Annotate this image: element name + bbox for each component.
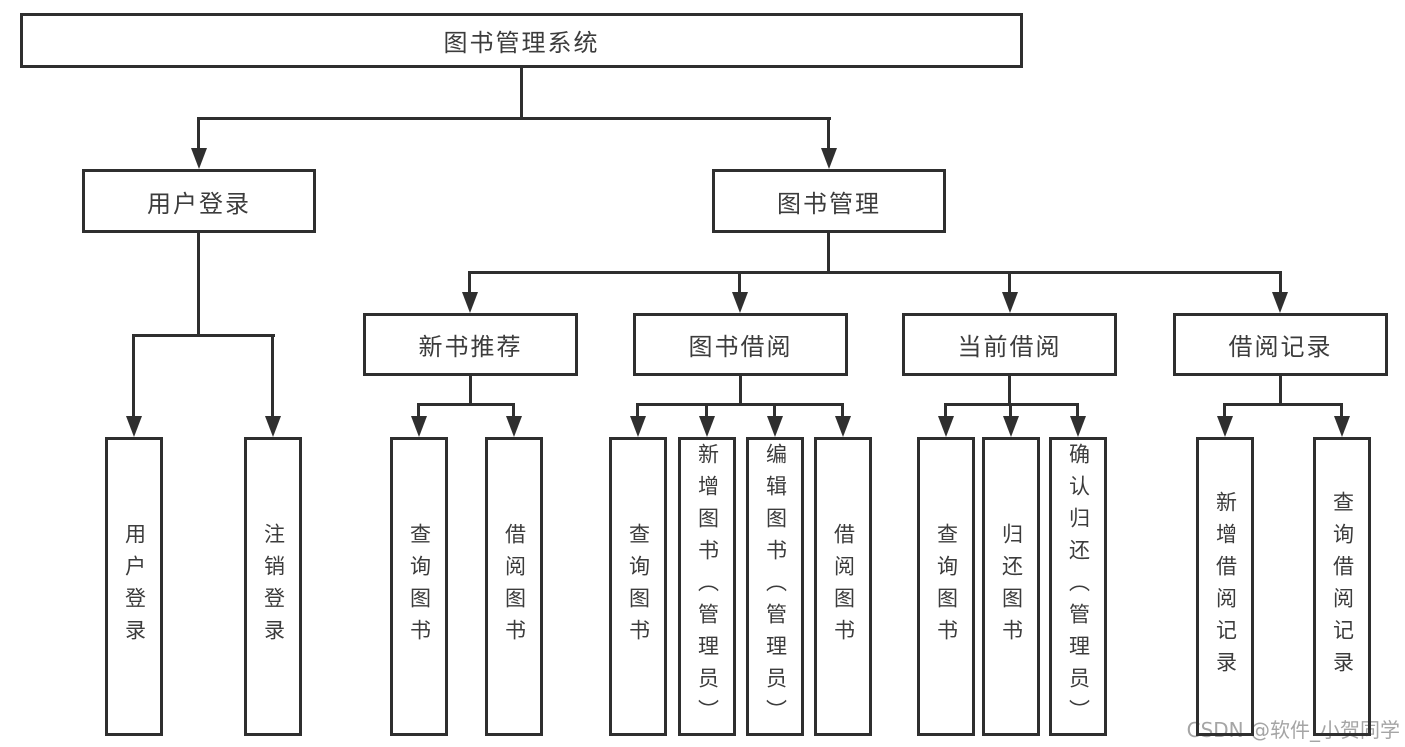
leaf-add-borrow-record: 新增借阅记录: [1196, 437, 1254, 736]
node-label: 用户登录: [122, 522, 147, 651]
node-label: 查询图书: [934, 522, 959, 651]
connector-vline: [1076, 403, 1079, 417]
leaf-borrow-books-recommend: 借阅图书: [485, 437, 543, 736]
connector-vline: [827, 117, 830, 151]
node-label: 编辑图书（管理员）: [763, 442, 788, 731]
node-label: 用户登录: [147, 189, 251, 218]
node-book-management: 图书管理: [712, 169, 946, 233]
connector-vline: [132, 334, 135, 417]
node-label: 注销登录: [261, 522, 286, 651]
arrowhead: [821, 148, 837, 169]
connector-vline: [1008, 376, 1011, 405]
node-label: 新书推荐: [418, 333, 523, 361]
node-label: 查询借阅记录: [1330, 490, 1355, 683]
connector-vline: [739, 376, 742, 405]
node-label: 当前借阅: [957, 333, 1062, 361]
leaf-borrow-books: 借阅图书: [814, 437, 872, 736]
node-label: 图书管理系统: [443, 29, 600, 57]
connector-hline: [1223, 403, 1343, 406]
connector-vline: [1279, 376, 1282, 405]
connector-vline: [944, 403, 947, 417]
node-label: 新增图书（管理员）: [695, 442, 720, 731]
connector-vline: [841, 403, 844, 417]
connector-hline: [132, 334, 275, 337]
node-label: 借阅图书: [831, 522, 856, 651]
arrowhead: [506, 416, 522, 437]
node-label: 查询图书: [407, 522, 432, 651]
connector-vline: [827, 233, 830, 273]
arrowhead: [1272, 292, 1288, 313]
connector-vline: [1008, 271, 1011, 294]
arrowhead: [938, 416, 954, 437]
node-label: 归还图书: [999, 522, 1024, 651]
connector-vline: [469, 376, 472, 405]
leaf-user-login: 用户登录: [105, 437, 163, 736]
connector-hline: [197, 117, 831, 120]
connector-hline: [468, 271, 1282, 274]
connector-vline: [773, 403, 776, 417]
arrowhead: [630, 416, 646, 437]
node-label: 查询图书: [626, 522, 651, 651]
node-current-borrowing: 当前借阅: [902, 313, 1117, 376]
connector-vline: [1340, 403, 1343, 417]
arrowhead: [835, 416, 851, 437]
connector-hline: [636, 403, 844, 406]
connector-vline: [271, 334, 274, 417]
leaf-edit-book-admin: 编辑图书（管理员）: [746, 437, 804, 736]
node-label: 新增借阅记录: [1213, 490, 1238, 683]
node-borrowing-records: 借阅记录: [1173, 313, 1388, 376]
node-label: 借阅记录: [1228, 333, 1333, 361]
connector-vline: [197, 117, 200, 151]
leaf-add-book-admin: 新增图书（管理员）: [678, 437, 736, 736]
arrowhead: [1217, 416, 1233, 437]
connector-hline: [417, 403, 515, 406]
node-library-management-system: 图书管理系统: [20, 13, 1023, 68]
arrowhead: [1070, 416, 1086, 437]
leaf-query-books-recommend: 查询图书: [390, 437, 448, 736]
connector-vline: [520, 68, 523, 119]
node-label: 借阅图书: [502, 522, 527, 651]
watermark: CSDN @软件_小贺同学: [1186, 718, 1400, 742]
leaf-return-book: 归还图书: [982, 437, 1040, 736]
arrowhead: [126, 416, 142, 437]
leaf-query-books-current: 查询图书: [917, 437, 975, 736]
node-new-book-recommend: 新书推荐: [363, 313, 578, 376]
arrowhead: [411, 416, 427, 437]
connector-vline: [512, 403, 515, 417]
connector-vline: [738, 271, 741, 294]
arrowhead: [265, 416, 281, 437]
connector-vline: [468, 271, 471, 294]
arrowhead: [732, 292, 748, 313]
leaf-query-books-borrowing: 查询图书: [609, 437, 667, 736]
node-label: 图书借阅: [688, 333, 793, 361]
leaf-query-borrow-record: 查询借阅记录: [1313, 437, 1371, 736]
connector-vline: [1223, 403, 1226, 417]
node-label: 图书管理: [777, 189, 881, 218]
node-book-borrowing: 图书借阅: [633, 313, 848, 376]
connector-vline: [705, 403, 708, 417]
connector-vline: [197, 233, 200, 336]
connector-vline: [636, 403, 639, 417]
connector-vline: [1279, 271, 1282, 294]
arrowhead: [462, 292, 478, 313]
node-user-login: 用户登录: [82, 169, 316, 233]
arrowhead: [699, 416, 715, 437]
leaf-logout: 注销登录: [244, 437, 302, 736]
node-label: 确认归还（管理员）: [1066, 442, 1091, 731]
arrowhead: [191, 148, 207, 169]
arrowhead: [1003, 416, 1019, 437]
arrowhead: [767, 416, 783, 437]
leaf-confirm-return-admin: 确认归还（管理员）: [1049, 437, 1107, 736]
connector-vline: [1009, 403, 1012, 417]
connector-vline: [417, 403, 420, 417]
arrowhead: [1334, 416, 1350, 437]
arrowhead: [1002, 292, 1018, 313]
